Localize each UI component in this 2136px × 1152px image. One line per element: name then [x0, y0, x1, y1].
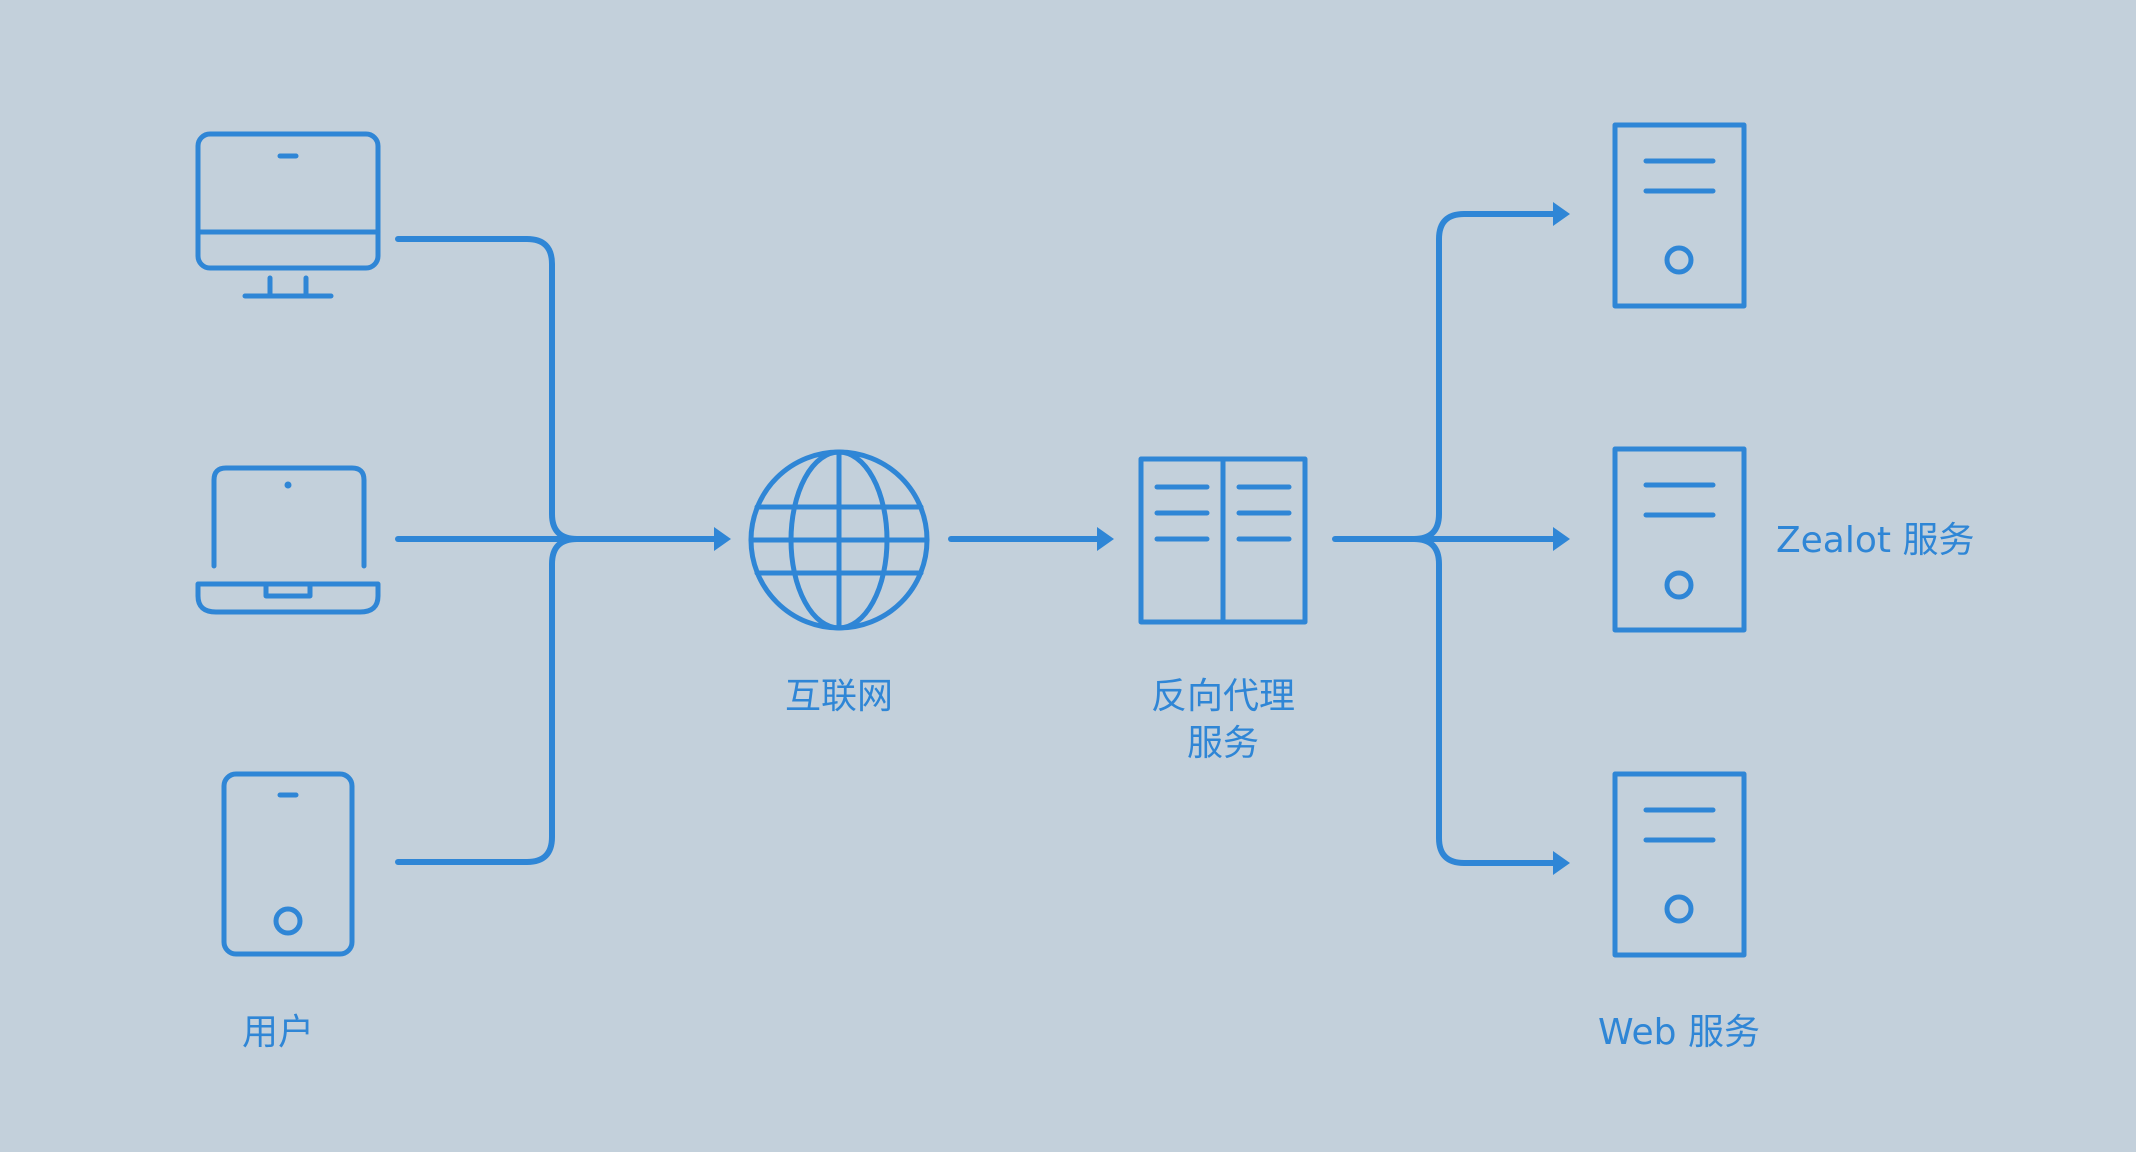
- web-service-label: Web 服务: [1598, 1012, 1760, 1053]
- proxy-label-line1: 反向代理: [1150, 676, 1295, 717]
- proxy-label-line2: 服务: [1186, 723, 1259, 764]
- arrowhead-to-internet: [714, 527, 731, 551]
- server-icon: [1612, 122, 1747, 309]
- zealot-service-label: Zealot 服务: [1776, 520, 1975, 561]
- server-icon: [1612, 771, 1747, 958]
- arrowhead-to-server-middle: [1553, 527, 1570, 551]
- internet-label: 互联网: [784, 676, 893, 717]
- users-label: 用户: [241, 1012, 314, 1053]
- arrowhead-to-server-top: [1553, 202, 1570, 226]
- tablet-icon: [221, 771, 355, 957]
- arrowhead-to-server-bottom: [1553, 851, 1570, 875]
- proxy-label: 反向代理 服务: [1098, 673, 1348, 767]
- connector-users-to-internet: [395, 236, 721, 865]
- arrowhead-to-proxy: [1097, 527, 1114, 551]
- laptop-icon: [195, 465, 381, 615]
- server-icon: [1612, 446, 1747, 633]
- connector-proxy-to-servers: [1332, 211, 1560, 866]
- desktop-icon: [195, 131, 381, 299]
- proxy-server-icon: [1138, 456, 1308, 625]
- globe-icon: [748, 449, 930, 631]
